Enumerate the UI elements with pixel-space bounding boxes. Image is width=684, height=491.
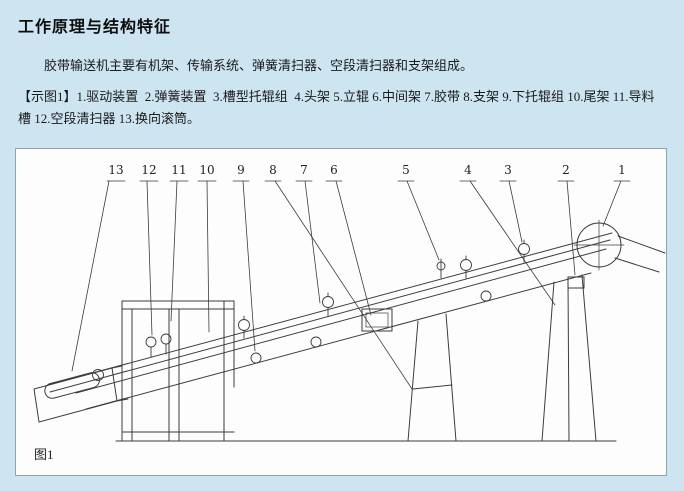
callout-10: 10 <box>199 163 215 177</box>
callout-3: 3 <box>504 163 512 177</box>
callout-4: 4 <box>464 163 472 177</box>
figure-caption: 图1 <box>34 447 54 462</box>
callout-6: 6 <box>330 163 338 177</box>
loading-chute <box>121 300 235 442</box>
conveyor-diagram <box>33 180 666 442</box>
callout-9: 9 <box>237 163 245 177</box>
mid-support <box>407 313 457 442</box>
figure-legend: 【示图1】1.驱动装置 2.弹簧装置 3.槽型托辊组 4.头架 5.立辊 6.中… <box>18 89 655 127</box>
leader-lines <box>71 180 622 390</box>
callout-12: 12 <box>141 163 157 177</box>
head-frame <box>541 274 597 442</box>
takeup-box <box>361 308 393 332</box>
belt-lines <box>47 232 613 410</box>
callout-11: 11 <box>171 163 187 177</box>
callout-8: 8 <box>269 163 277 177</box>
callout-1: 1 <box>618 163 626 177</box>
return-idlers <box>250 290 492 364</box>
callout-13: 13 <box>108 163 124 177</box>
page-title: 工作原理与结构特征 <box>18 19 172 36</box>
callout-5: 5 <box>402 163 410 177</box>
vertical-roller <box>436 258 446 279</box>
figure-panel: 13 12 11 10 9 8 7 6 5 4 3 2 1 图1 <box>15 148 667 476</box>
intro-paragraph: 胶带输送机主要有机架、传输系统、弹簧清扫器、空段清扫器和支架组成。 <box>44 58 474 73</box>
drive-pulley <box>573 219 666 273</box>
tail-drum <box>33 365 129 423</box>
troughing-idlers <box>238 239 530 339</box>
callout-2: 2 <box>562 163 570 177</box>
callout-7: 7 <box>300 163 308 177</box>
